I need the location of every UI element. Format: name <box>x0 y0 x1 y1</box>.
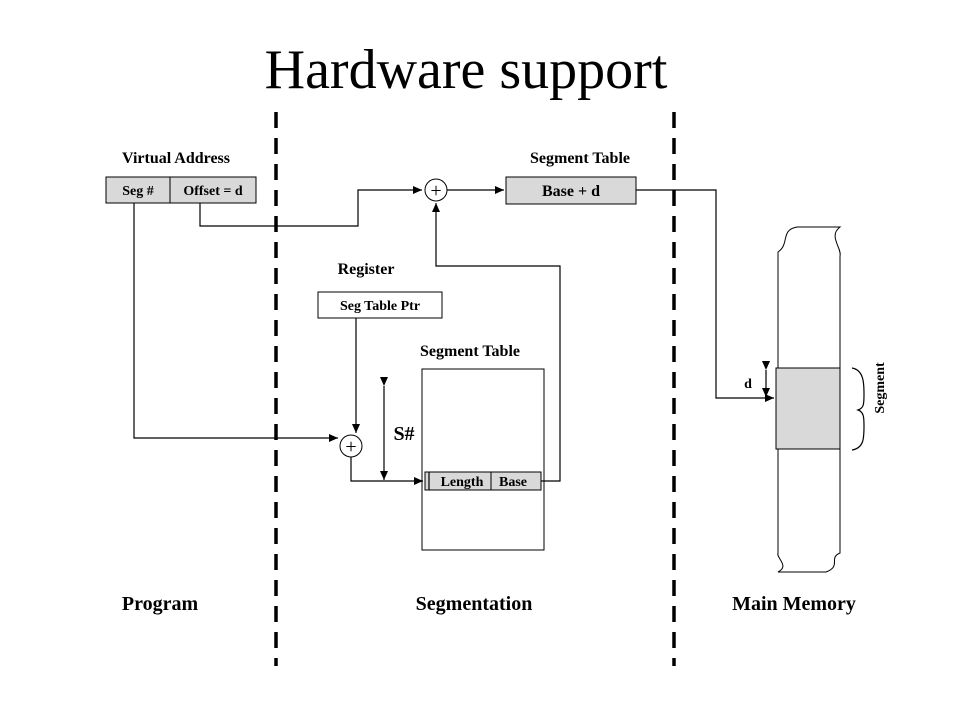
s-hash-label: S# <box>393 423 414 445</box>
offset-field <box>169 176 257 204</box>
section-segmentation: Segmentation <box>416 593 533 615</box>
offset-to-adder-line <box>199 186 422 227</box>
segment-label: Segment <box>873 362 888 414</box>
page-title: Hardware support <box>265 39 668 101</box>
segment-table-mid <box>421 368 545 551</box>
section-program: Program <box>122 593 199 615</box>
base-plus-d-text: Base + d <box>542 183 600 200</box>
base-text: Base <box>499 475 527 490</box>
segment-brace <box>851 367 865 451</box>
top-adder-plus: + <box>430 180 441 202</box>
segment-table-mid-label: Segment Table <box>420 343 520 360</box>
seg-table-ptr-register <box>317 291 443 319</box>
entry-to-memory-line <box>636 189 774 402</box>
length-text: Length <box>441 475 484 490</box>
seg-number-field <box>105 176 171 204</box>
seg-table-ptr-text: Seg Table Ptr <box>340 299 420 314</box>
bottom-adder-plus: + <box>345 436 356 458</box>
base-to-top-adder-line <box>432 203 561 482</box>
segment-table-top-label: Segment Table <box>530 150 630 167</box>
d-label: d <box>744 377 752 392</box>
register-label: Register <box>338 261 395 278</box>
offset-text: Offset = d <box>183 184 243 199</box>
base-plus-d-entry <box>505 176 637 205</box>
section-main-memory: Main Memory <box>732 593 856 615</box>
memory-segment-block <box>775 367 841 450</box>
adder-to-table-entry-line <box>350 457 423 485</box>
seg-number-text: Seg # <box>122 184 154 199</box>
virtual-address-label: Virtual Address <box>122 150 230 167</box>
seg-number-to-adder-line <box>133 203 338 442</box>
